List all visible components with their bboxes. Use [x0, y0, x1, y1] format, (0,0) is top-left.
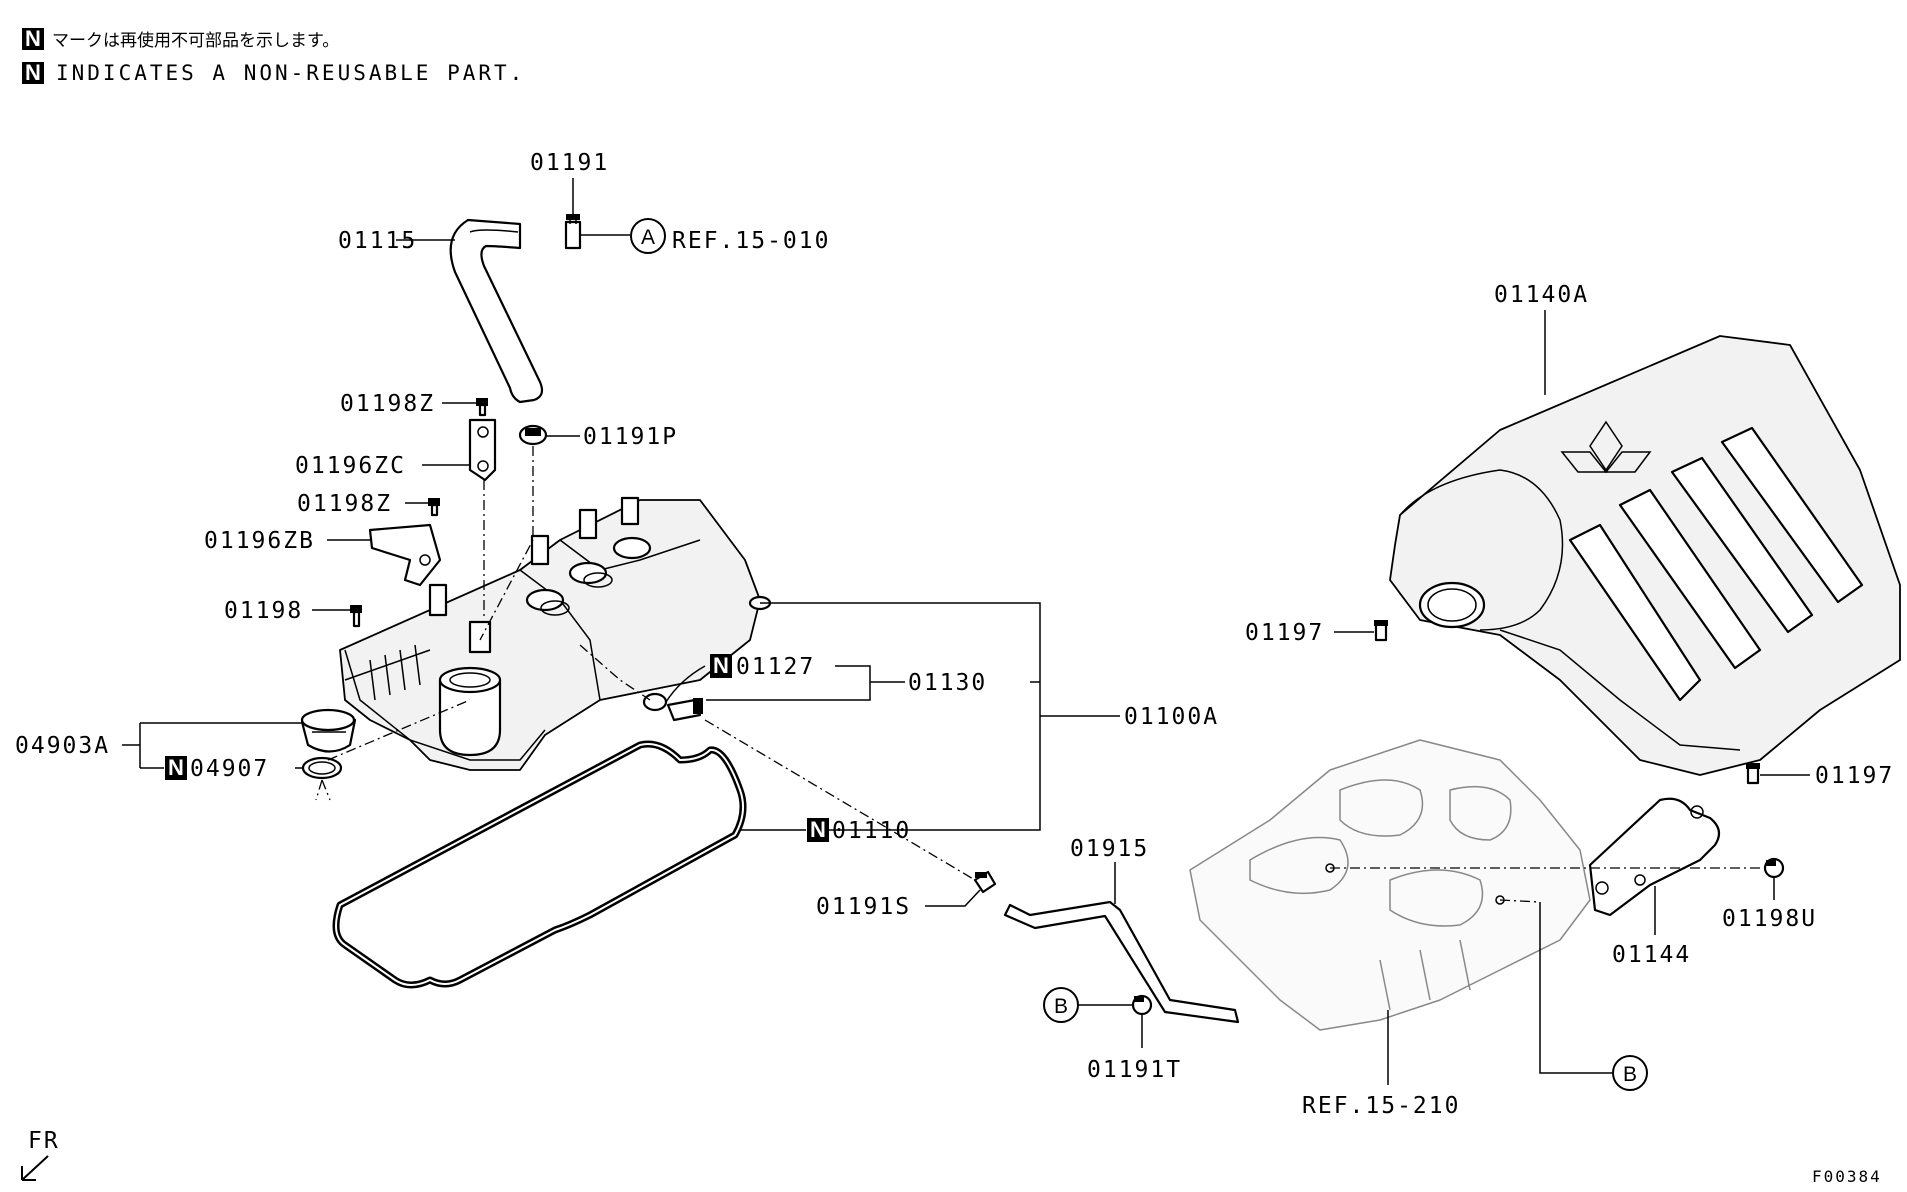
label-01191p: 01191P: [583, 424, 678, 450]
label-01198z-mid: 01198Z: [297, 491, 392, 517]
part-labels: 01191 01115 REF.15-010 01198Z 01191P 011…: [15, 150, 1894, 1119]
label-01100a: 01100A: [1124, 704, 1219, 730]
non-reusable-note-en: N INDICATES A NON-REUSABLE PART.: [22, 60, 525, 85]
label-01140a: 01140A: [1494, 282, 1589, 308]
n-mark-04907: N: [165, 755, 187, 780]
breather-hose-01115: [449, 218, 544, 404]
n-symbol-box: [22, 62, 44, 84]
ref-circle-b-left: B: [1043, 987, 1079, 1023]
bracket-01144: [1588, 797, 1721, 917]
label-01198: 01198: [224, 598, 303, 624]
front-direction-indicator: FR: [21, 1128, 60, 1181]
n-mark-01127: N: [710, 653, 732, 678]
non-reusable-note-jp: N マークは再使用不可部品を示します。: [22, 26, 339, 51]
bolt-01197-left: [1374, 620, 1388, 642]
ref-circle-b-right: B: [1612, 1055, 1648, 1091]
label-01191t: 01191T: [1087, 1057, 1182, 1083]
note-jp-text: マークは再使用不可部品を示します。: [52, 30, 339, 51]
seal-01127: [642, 692, 668, 712]
n-mark-01110: N: [807, 817, 829, 842]
label-ref-15-210: REF.15-210: [1302, 1093, 1460, 1119]
n-symbol-label: N: [25, 26, 41, 51]
label-01198u: 01198U: [1722, 906, 1817, 932]
cover-bosses: [525, 496, 652, 616]
leader-lines: [122, 178, 1810, 1085]
center-lines: [315, 446, 1765, 903]
label-04907: 04907: [190, 756, 269, 782]
svg-text:B: B: [1054, 995, 1068, 1018]
svg-text:N: N: [168, 755, 184, 780]
bracket-01196zc: [468, 418, 497, 482]
pcv-valve: [468, 620, 492, 654]
label-01191: 01191: [530, 150, 609, 176]
bolt-01198u: [1763, 857, 1785, 879]
oil-filler-cap-04903a: [300, 708, 357, 753]
label-01115: 01115: [338, 228, 417, 254]
svg-text:B: B: [1623, 1063, 1637, 1086]
clamp-01191p: [518, 424, 548, 446]
bolt-01198z-mid: [428, 498, 440, 517]
valve-cover-gasket-01110: [332, 740, 747, 989]
bracket-01196zb: [368, 523, 442, 587]
pcv-tube-01915: [1003, 900, 1240, 1024]
label-01198z-top: 01198Z: [340, 391, 435, 417]
hose-clamp-01191: [564, 214, 582, 250]
label-01144: 01144: [1612, 942, 1691, 968]
label-01197-left: 01197: [1245, 620, 1324, 646]
n-symbol-box: [22, 28, 44, 50]
label-01127: 01127: [736, 654, 815, 680]
ref-circle-a: A: [630, 218, 666, 254]
label-01196zb: 01196ZB: [204, 528, 315, 554]
three-diamond-logo: [1560, 420, 1652, 473]
direction-label: FR: [28, 1128, 60, 1154]
engine-cover-01140a: [1389, 335, 1901, 776]
svg-text:N: N: [810, 817, 826, 842]
label-01130: 01130: [908, 670, 987, 696]
svg-text:A: A: [641, 226, 655, 249]
clip-01191t: [1131, 994, 1153, 1016]
cover-fins: [1568, 426, 1864, 702]
arrow-icon: [21, 1155, 49, 1181]
cover-ribs: [344, 644, 431, 701]
note-en-text: INDICATES A NON-REUSABLE PART.: [56, 61, 525, 85]
label-01197-right: 01197: [1815, 763, 1894, 789]
oil-filler-neck: [438, 666, 502, 757]
drawing-code: F00384: [1812, 1167, 1882, 1186]
clip-01191s: [973, 870, 997, 894]
intake-manifold-ref: [1189, 739, 1591, 1031]
label-04903a: 04903A: [15, 733, 110, 759]
label-01915: 01915: [1070, 836, 1149, 862]
bolt-01197-right: [1746, 763, 1760, 785]
bolt-01198z-top: [476, 398, 488, 417]
label-01196zc: 01196ZC: [295, 453, 406, 479]
label-01191s: 01191S: [816, 894, 911, 920]
fitting-01130: [666, 698, 703, 722]
o-ring-04907: [301, 756, 343, 780]
n-symbol-label: N: [25, 60, 41, 85]
label-01110: 01110: [832, 818, 911, 844]
label-ref-15-010: REF.15-010: [672, 228, 830, 254]
valve-cover-01100a: [339, 496, 772, 771]
bolt-01198: [350, 605, 362, 628]
svg-text:N: N: [713, 653, 729, 678]
